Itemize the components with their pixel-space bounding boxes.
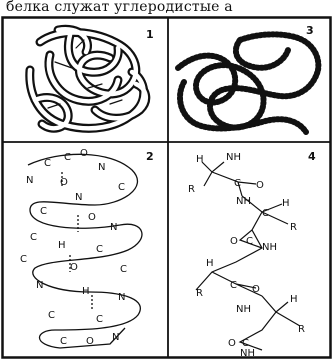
svg-text:O: O xyxy=(86,336,94,347)
svg-text:O: O xyxy=(88,212,96,223)
svg-text:C: C xyxy=(246,236,253,247)
svg-text:R: R xyxy=(298,324,305,335)
svg-text:C: C xyxy=(118,182,125,193)
svg-text:C: C xyxy=(64,152,71,163)
svg-text:C: C xyxy=(30,232,37,243)
svg-text:H: H xyxy=(282,198,290,209)
panel-2-number: 2 xyxy=(146,150,154,163)
svg-text:O: O xyxy=(80,148,88,159)
svg-text:C: C xyxy=(234,178,241,189)
svg-text:H: H xyxy=(206,258,214,269)
panel-3-beaded-chain xyxy=(178,34,318,132)
panel-1-number: 1 xyxy=(146,28,154,41)
svg-text:O: O xyxy=(230,236,238,247)
svg-text:N: N xyxy=(75,192,82,203)
svg-text:NH: NH xyxy=(262,242,277,253)
panel-3-number: 3 xyxy=(306,24,314,37)
panel-4-number: 4 xyxy=(308,150,316,163)
svg-text:NH: NH xyxy=(236,304,251,315)
svg-text:C: C xyxy=(48,310,55,321)
svg-text:C: C xyxy=(60,336,67,347)
svg-text:N: N xyxy=(26,175,33,186)
svg-text:O: O xyxy=(70,262,78,273)
svg-text:H: H xyxy=(58,240,66,251)
panel-1-tertiary-ribbon xyxy=(30,29,146,128)
svg-text:N: N xyxy=(118,292,125,303)
svg-text:O: O xyxy=(228,338,236,349)
svg-text:N: N xyxy=(98,162,105,173)
svg-text:N: N xyxy=(110,222,117,233)
svg-text:C: C xyxy=(262,208,269,219)
svg-text:C: C xyxy=(20,254,27,265)
svg-text:C: C xyxy=(44,158,51,169)
svg-text:O: O xyxy=(252,284,260,295)
svg-text:NH: NH xyxy=(240,348,255,359)
svg-text:C: C xyxy=(40,206,47,217)
svg-text:NH: NH xyxy=(236,196,251,207)
svg-text:O: O xyxy=(60,177,68,188)
svg-text:C: C xyxy=(96,314,103,325)
svg-text:NH: NH xyxy=(226,152,241,163)
svg-text:N: N xyxy=(36,280,43,291)
svg-text:O: O xyxy=(256,180,264,191)
svg-text:C: C xyxy=(96,244,103,255)
svg-text:R: R xyxy=(290,222,297,233)
svg-text:R: R xyxy=(196,288,203,299)
svg-text:H: H xyxy=(196,154,204,165)
svg-text:N: N xyxy=(112,332,119,343)
svg-text:H: H xyxy=(290,294,298,305)
svg-text:C: C xyxy=(120,264,127,275)
svg-text:H: H xyxy=(82,286,90,297)
svg-text:C: C xyxy=(230,280,237,291)
svg-text:R: R xyxy=(188,184,195,195)
